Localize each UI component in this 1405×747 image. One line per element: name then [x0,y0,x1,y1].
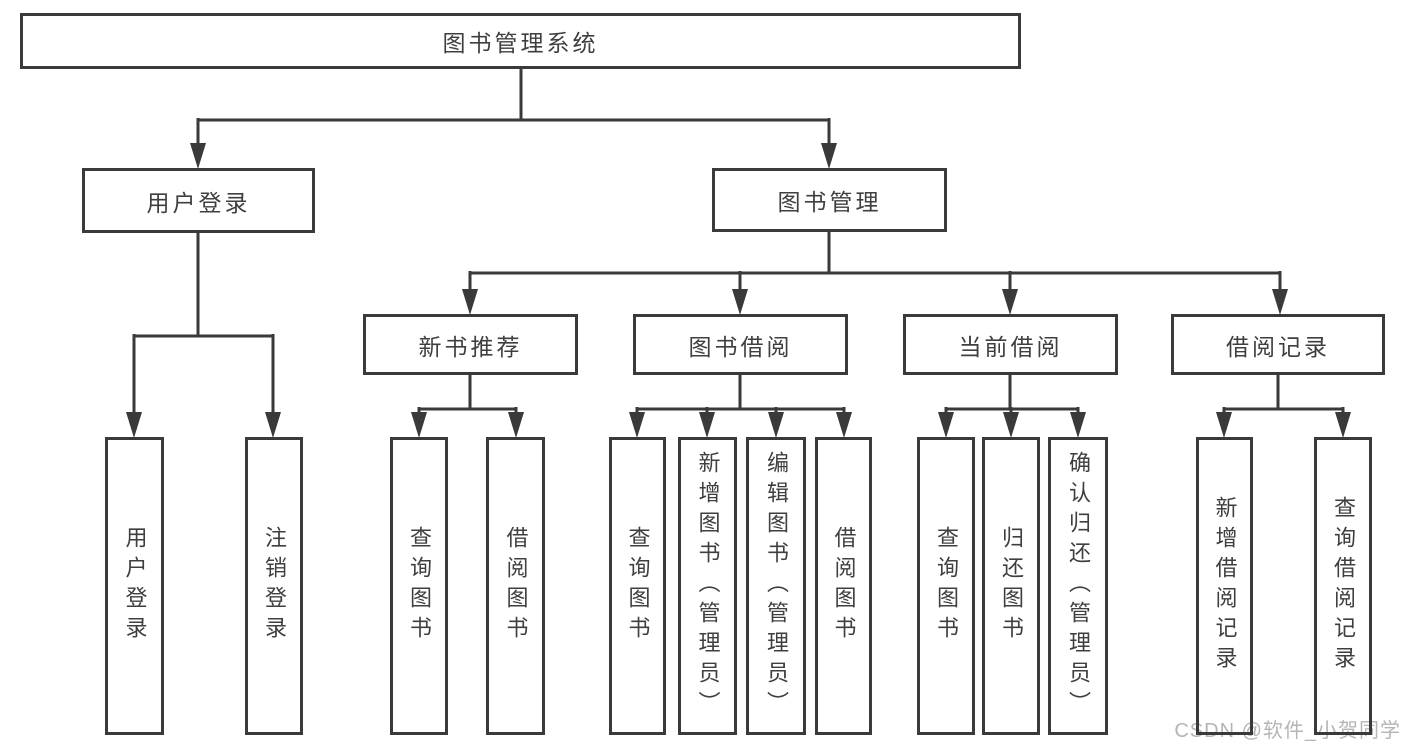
leaf-current-return-books: 归还图书 [982,437,1040,735]
leaf-current-query-books: 查询图书 [917,437,975,735]
leaf-borrowing-borrow-books: 借阅图书 [815,437,872,735]
leaf-user-login-label: 用户登录 [122,526,148,646]
node-new-book-recommend-label: 新书推荐 [418,333,523,360]
leaf-borrowing-add-books-label: 新增图书（管理员） [695,451,721,721]
leaf-borrowing-edit-books-label: 编辑图书（管理员） [764,451,789,721]
node-new-book-recommend: 新书推荐 [363,314,578,375]
node-user-login: 用户登录 [82,168,315,233]
node-book-borrowing-label: 图书借阅 [688,333,793,360]
leaf-records-add-record: 新增借阅记录 [1196,437,1253,735]
leaf-records-query-record-label: 查询借阅记录 [1331,496,1356,676]
leaf-recommend-borrow-books: 借阅图书 [486,437,545,735]
leaf-recommend-query-books: 查询图书 [390,437,448,735]
leaf-records-add-record-label: 新增借阅记录 [1212,496,1238,676]
node-book-management: 图书管理 [712,168,947,232]
arrowhead-icon [126,143,1351,438]
csdn-watermark: CSDN @软件_小贺同学 [1174,720,1401,742]
leaf-logout-label: 注销登录 [262,526,287,646]
leaf-current-query-books-label: 查询图书 [934,526,959,646]
leaf-borrowing-query-books: 查询图书 [609,437,666,735]
leaf-current-confirm-return: 确认归还（管理员） [1048,437,1108,735]
leaf-borrowing-add-books: 新增图书（管理员） [678,437,737,735]
node-borrowing-records-label: 借阅记录 [1226,333,1330,360]
node-current-borrowing-label: 当前借阅 [958,333,1063,360]
leaf-recommend-borrow-books-label: 借阅图书 [503,526,529,646]
node-root-label: 图书管理系统 [442,30,599,56]
node-current-borrowing: 当前借阅 [903,314,1118,375]
node-root: 图书管理系统 [20,13,1021,69]
node-book-borrowing: 图书借阅 [633,314,848,375]
leaf-current-return-books-label: 归还图书 [999,526,1024,646]
connector-lines [132,69,1345,416]
node-book-management-label: 图书管理 [777,189,882,215]
leaf-borrowing-borrow-books-label: 借阅图书 [831,526,857,646]
leaf-borrowing-query-books-label: 查询图书 [625,526,651,646]
node-borrowing-records: 借阅记录 [1171,314,1385,375]
node-user-login-label: 用户登录 [146,189,251,216]
leaf-current-confirm-return-label: 确认归还（管理员） [1066,451,1091,721]
leaf-borrowing-edit-books: 编辑图书（管理员） [746,437,806,735]
leaf-recommend-query-books-label: 查询图书 [407,526,432,646]
leaf-user-login: 用户登录 [105,437,164,735]
leaf-records-query-record: 查询借阅记录 [1314,437,1372,735]
leaf-logout: 注销登录 [245,437,303,735]
